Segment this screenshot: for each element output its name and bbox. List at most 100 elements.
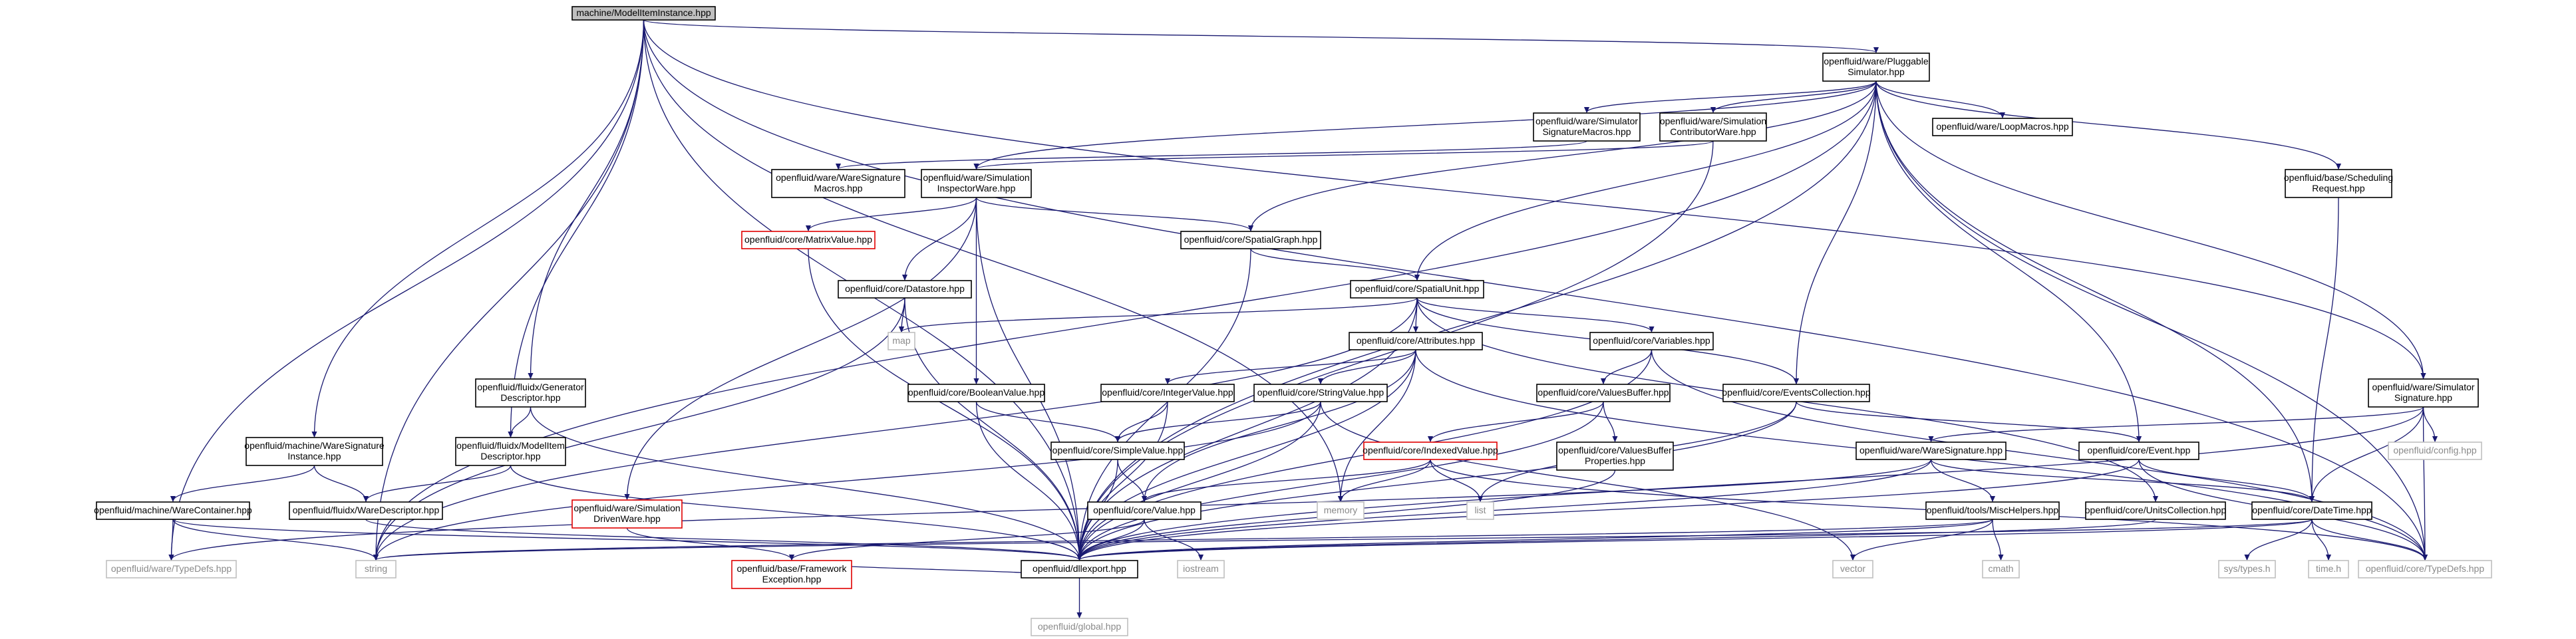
- edge-root-to-coretypedefs: [643, 19, 2426, 560]
- edge-waredesc-to-dllexport: [365, 519, 1080, 560]
- node-label-string: string: [365, 563, 387, 574]
- edge-attributes-to-value: [1144, 349, 1416, 501]
- node-box-gendesc: [475, 378, 586, 408]
- node-label-cmath: cmath: [1988, 563, 2013, 574]
- node-waretypedefs[interactable]: openfluid/ware/TypeDefs.hpp: [106, 560, 237, 578]
- node-map[interactable]: map: [887, 332, 915, 350]
- node-valbuf[interactable]: openfluid/core/ValuesBuffer.hpp: [1536, 384, 1671, 402]
- node-label-vector: vector: [1840, 563, 1865, 574]
- node-label-global: openfluid/global.hpp: [1038, 621, 1122, 632]
- node-wsiginst[interactable]: openfluid/machine/WareSignatureInstance.…: [244, 437, 385, 466]
- edge-waresig-to-misctools: [1930, 459, 1993, 501]
- node-contribware[interactable]: openfluid/ware/SimulationContributorWare…: [1659, 112, 1767, 142]
- edge-datetime-to-coretypedefs: [2311, 519, 2425, 560]
- node-global[interactable]: openfluid/global.hpp: [1031, 618, 1128, 636]
- node-spatialunit[interactable]: openfluid/core/SpatialUnit.hpp: [1350, 280, 1484, 299]
- node-variables[interactable]: openfluid/core/Variables.hpp: [1589, 332, 1714, 350]
- node-label-iostream: iostream: [1183, 563, 1219, 574]
- node-simpleval[interactable]: openfluid/core/SimpleValue.hpp: [1050, 442, 1185, 460]
- node-inspware[interactable]: openfluid/ware/SimulationInspectorWare.h…: [921, 169, 1032, 198]
- node-vector[interactable]: vector: [1832, 560, 1873, 578]
- node-box-root: [571, 6, 716, 21]
- node-dllexport[interactable]: openfluid/dllexport.hpp: [1021, 560, 1138, 578]
- node-waredesc[interactable]: openfluid/fluidx/WareDescriptor.hpp: [289, 501, 443, 520]
- node-systypes[interactable]: sys/types.h: [2218, 560, 2276, 578]
- edge-valbuf-to-dllexport: [1080, 401, 1604, 560]
- node-box-iostream: [1177, 560, 1225, 578]
- edge-pluggable-to-spatialgraph: [1251, 80, 1877, 231]
- node-string[interactable]: string: [355, 560, 397, 578]
- node-config[interactable]: openfluid/config.hpp: [2388, 442, 2482, 460]
- node-value[interactable]: openfluid/core/Value.hpp: [1087, 501, 1202, 520]
- node-memory[interactable]: memory: [1317, 501, 1365, 520]
- node-box-boolval: [907, 384, 1045, 402]
- node-misctools[interactable]: openfluid/tools/MiscHelpers.hpp: [1925, 501, 2060, 520]
- node-valbufprops[interactable]: openfluid/core/ValuesBufferProperties.hp…: [1556, 442, 1674, 471]
- node-root[interactable]: machine/ModelItemInstance.hpp: [571, 6, 716, 21]
- node-cmath[interactable]: cmath: [1982, 560, 2020, 578]
- node-box-string: [355, 560, 397, 578]
- node-simsigmacros[interactable]: openfluid/ware/SimulatorSignatureMacros.…: [1533, 112, 1641, 142]
- node-label-fwexception: Exception.hpp: [762, 574, 822, 584]
- node-label-list: list: [1474, 505, 1486, 515]
- edge-inspware-to-simdrivenware: [627, 197, 977, 499]
- node-label-simsig: Signature.hpp: [2394, 392, 2452, 403]
- edge-schedreq-to-datetime: [2312, 197, 2339, 501]
- edge-contribware-to-dllexport: [1080, 140, 1714, 560]
- node-boolval[interactable]: openfluid/core/BooleanValue.hpp: [907, 384, 1045, 402]
- node-datastore[interactable]: openfluid/core/Datastore.hpp: [838, 280, 972, 299]
- edge-indexedval-to-value: [1144, 459, 1431, 501]
- node-spatialgraph[interactable]: openfluid/core/SpatialGraph.hpp: [1180, 231, 1321, 249]
- node-list[interactable]: list: [1466, 501, 1494, 520]
- node-waresig[interactable]: openfluid/ware/WareSignature.hpp: [1855, 442, 2007, 460]
- node-strval[interactable]: openfluid/core/StringValue.hpp: [1253, 384, 1388, 402]
- edge-spatialgraph-to-spatialunit: [1250, 248, 1417, 280]
- edge-wsiginst-to-waredesc: [313, 465, 367, 501]
- node-label-pluggable: Simulator.hpp: [1848, 66, 1905, 77]
- node-matrixval[interactable]: openfluid/core/MatrixValue.hpp: [741, 231, 876, 249]
- node-box-variables: [1589, 332, 1714, 350]
- edge-simsig-to-coretypedefs: [2424, 406, 2426, 560]
- node-intval[interactable]: openfluid/core/IntegerValue.hpp: [1100, 384, 1235, 402]
- node-datetime[interactable]: openfluid/core/DateTime.hpp: [2251, 501, 2372, 520]
- edge-contribware-to-inspware: [977, 140, 1714, 169]
- edge-waresig-to-dllexport: [1080, 459, 1932, 560]
- node-event[interactable]: openfluid/core/Event.hpp: [2078, 442, 2199, 460]
- node-label-simdrivenware: DrivenWare.hpp: [593, 513, 661, 524]
- node-coretypedefs[interactable]: openfluid/core/TypeDefs.hpp: [2358, 560, 2492, 578]
- node-box-matrixval: [741, 231, 876, 249]
- edge-misctools-to-string: [376, 519, 1993, 560]
- node-attributes[interactable]: openfluid/core/Attributes.hpp: [1349, 332, 1483, 350]
- node-box-spatialunit: [1350, 280, 1484, 299]
- node-iostream[interactable]: iostream: [1177, 560, 1225, 578]
- edge-spatialunit-to-map: [901, 297, 1418, 332]
- node-box-memory: [1317, 501, 1365, 520]
- node-label-waretypedefs: openfluid/ware/TypeDefs.hpp: [111, 563, 232, 574]
- edge-misctools-to-cmath: [1992, 519, 2001, 560]
- node-box-inspware: [921, 169, 1032, 198]
- node-box-attributes: [1349, 332, 1483, 350]
- edge-pluggable-to-loopmacros: [1875, 80, 2003, 118]
- node-timeh[interactable]: time.h: [2308, 560, 2349, 578]
- node-loopmacros[interactable]: openfluid/ware/LoopMacros.hpp: [1932, 118, 2073, 136]
- node-eventscoll[interactable]: openfluid/core/EventsCollection.hpp: [1722, 384, 1871, 402]
- edge-modelitemdesc-to-dllexport: [510, 465, 1080, 560]
- node-label-variables: openfluid/core/Variables.hpp: [1593, 335, 1710, 346]
- node-unitscoll[interactable]: openfluid/core/UnitsCollection.hpp: [2085, 501, 2227, 520]
- edge-simpleval-to-value: [1117, 459, 1144, 501]
- edges-layer: [172, 19, 2436, 618]
- node-box-dllexport: [1021, 560, 1138, 578]
- node-indexedval[interactable]: openfluid/core/IndexedValue.hpp: [1363, 442, 1498, 460]
- edge-eventscoll-to-dllexport: [1080, 401, 1797, 560]
- node-label-event: openfluid/core/Event.hpp: [2088, 445, 2191, 455]
- node-warecontainer[interactable]: openfluid/machine/WareContainer.hpp: [94, 501, 252, 520]
- edge-value-to-dllexport: [1080, 519, 1145, 560]
